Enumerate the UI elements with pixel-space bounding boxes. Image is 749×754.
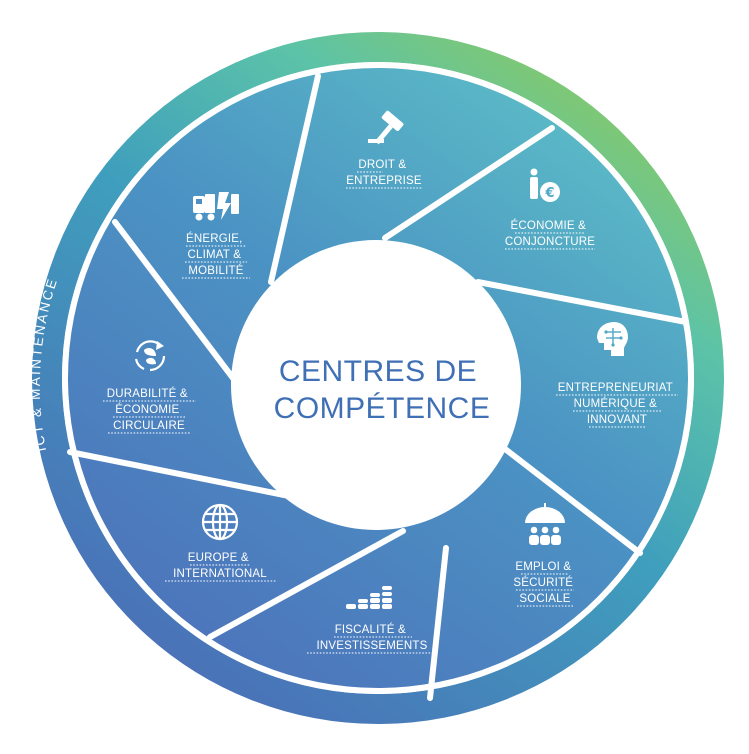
coin-stacks-icon bbox=[346, 586, 392, 609]
segment-label: FISCALITÉ & INVESTISSEMENTS bbox=[317, 623, 428, 652]
energy-truck-icon bbox=[193, 192, 239, 221]
segment-energie-climat-mobilite[interactable]: ÉNERGIE, CLIMAT & MOBILITÉ bbox=[182, 192, 250, 279]
brain-circuit-icon bbox=[597, 322, 628, 356]
segment-separators bbox=[67, 73, 689, 701]
ring-label-top: MEMBERSHIP bbox=[317, 5, 433, 25]
segment-economie-conjoncture[interactable]: € ÉCONOMIE & CONJONCTURE bbox=[505, 168, 595, 250]
segment-durabilite-economie-circulaire[interactable]: DURABILITÉ & ÉCONOMIE CIRCULAIRE bbox=[103, 340, 196, 434]
umbrella-people-icon bbox=[525, 503, 565, 545]
gavel-icon bbox=[368, 110, 404, 145]
center-circle bbox=[231, 240, 521, 530]
segment-label: EUROPE & INTERNATIONAL bbox=[173, 552, 267, 580]
segment-label: ÉNERGIE, CLIMAT & MOBILITÉ bbox=[186, 232, 246, 277]
svg-text:€: € bbox=[544, 186, 554, 201]
outer-ring bbox=[32, 32, 724, 724]
segment-fiscalite-investissements[interactable]: FISCALITÉ & INVESTISSEMENTS bbox=[307, 586, 437, 654]
segment-label: DURABILITÉ & ÉCONOMIE CIRCULAIRE bbox=[107, 387, 191, 432]
center-title-line-1: CENTRES DE bbox=[279, 355, 477, 388]
segment-label: ÉCONOMIE & CONJONCTURE bbox=[505, 219, 595, 248]
globe-icon bbox=[201, 503, 239, 541]
segment-entrepreneuriat-numerique[interactable]: ENTREPRENEURIAT NUMÉRIQUE & INNOVANT bbox=[556, 322, 678, 428]
segment-label: DROIT & ENTREPRISE bbox=[346, 159, 422, 187]
segment-emploi-securite-sociale[interactable]: EMPLOI & SÉCURITÉ SOCIALE bbox=[513, 503, 576, 607]
segment-label: EMPLOI & SÉCURITÉ SOCIALE bbox=[513, 561, 576, 605]
center-title-line-2: COMPÉTENCE bbox=[274, 392, 491, 425]
recycle-leaf-icon bbox=[134, 340, 166, 372]
segment-europe-international[interactable]: EUROPE & INTERNATIONAL bbox=[165, 503, 276, 582]
segment-label: ENTREPRENEURIAT NUMÉRIQUE & INNOVANT bbox=[558, 382, 676, 426]
segment-droit-entreprise[interactable]: DROIT & ENTREPRISE bbox=[346, 110, 423, 189]
person-euro-icon: € bbox=[530, 168, 560, 202]
